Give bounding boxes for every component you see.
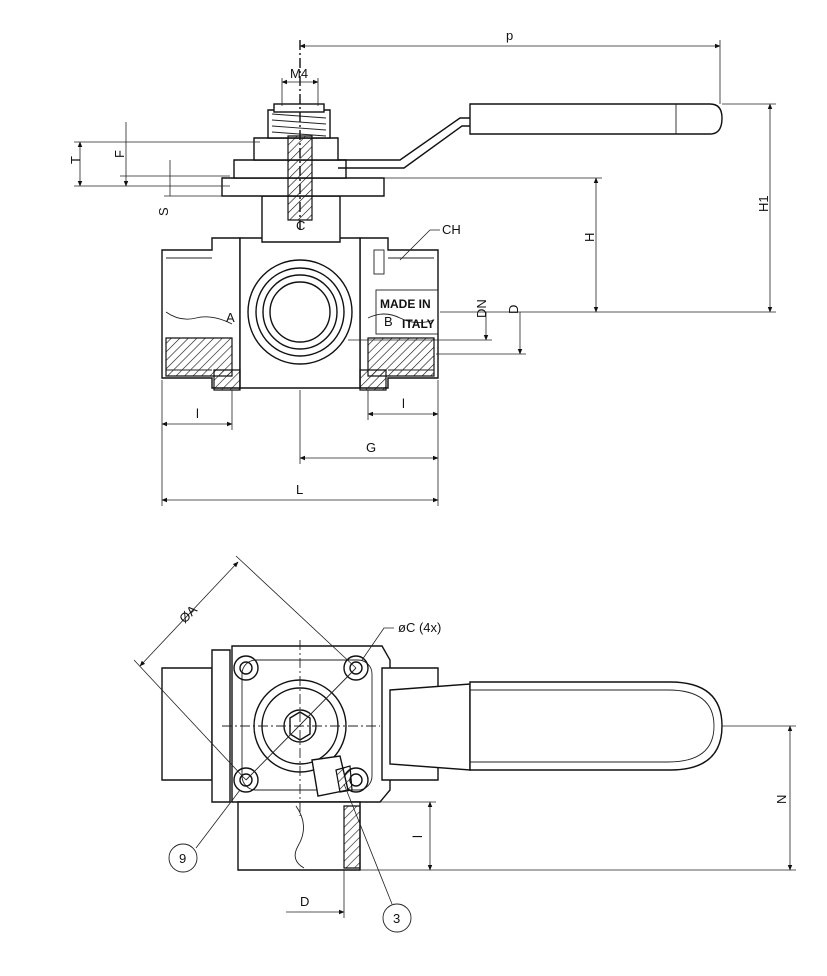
port-c: C	[296, 218, 305, 233]
dim-l-left: l	[196, 406, 199, 421]
dim-t: T	[68, 156, 83, 164]
dim-h1: H1	[756, 195, 771, 212]
marking-line2: ITALY	[402, 317, 435, 331]
dim-d-bottom: D	[300, 894, 309, 909]
dim-n: N	[774, 795, 789, 804]
top-dimensions	[74, 40, 776, 506]
valve-body	[161, 195, 439, 391]
dim-g: G	[366, 440, 376, 455]
dim-d: D	[506, 305, 521, 314]
marking-line1: MADE IN	[380, 297, 431, 311]
lever-handle	[338, 103, 723, 169]
dim-p: p	[506, 28, 513, 43]
callout-3: 3	[393, 911, 400, 926]
bottom-view: ØA øC (4x) N l D 9 3	[133, 555, 796, 933]
dim-m4: M4	[290, 66, 308, 81]
dim-diam-c: øC (4x)	[398, 620, 441, 635]
dim-dn: DN	[474, 299, 489, 318]
top-view: p M4 T F S H1 H DN D CH A B C MADE IN IT…	[68, 28, 776, 506]
port-b: B	[384, 314, 393, 329]
bottom-dimensions	[133, 555, 796, 933]
dim-l-total: L	[296, 482, 303, 497]
dim-s: S	[156, 207, 171, 216]
dim-l-right: l	[402, 396, 405, 411]
dim-h: H	[582, 233, 597, 242]
callout-9: 9	[179, 851, 186, 866]
lever-handle-bottom	[389, 681, 723, 771]
port-a: A	[226, 310, 235, 325]
dim-f: F	[112, 150, 127, 158]
dim-l-bottom: l	[410, 835, 425, 838]
stem-assembly	[221, 40, 385, 232]
dim-ch: CH	[442, 222, 461, 237]
